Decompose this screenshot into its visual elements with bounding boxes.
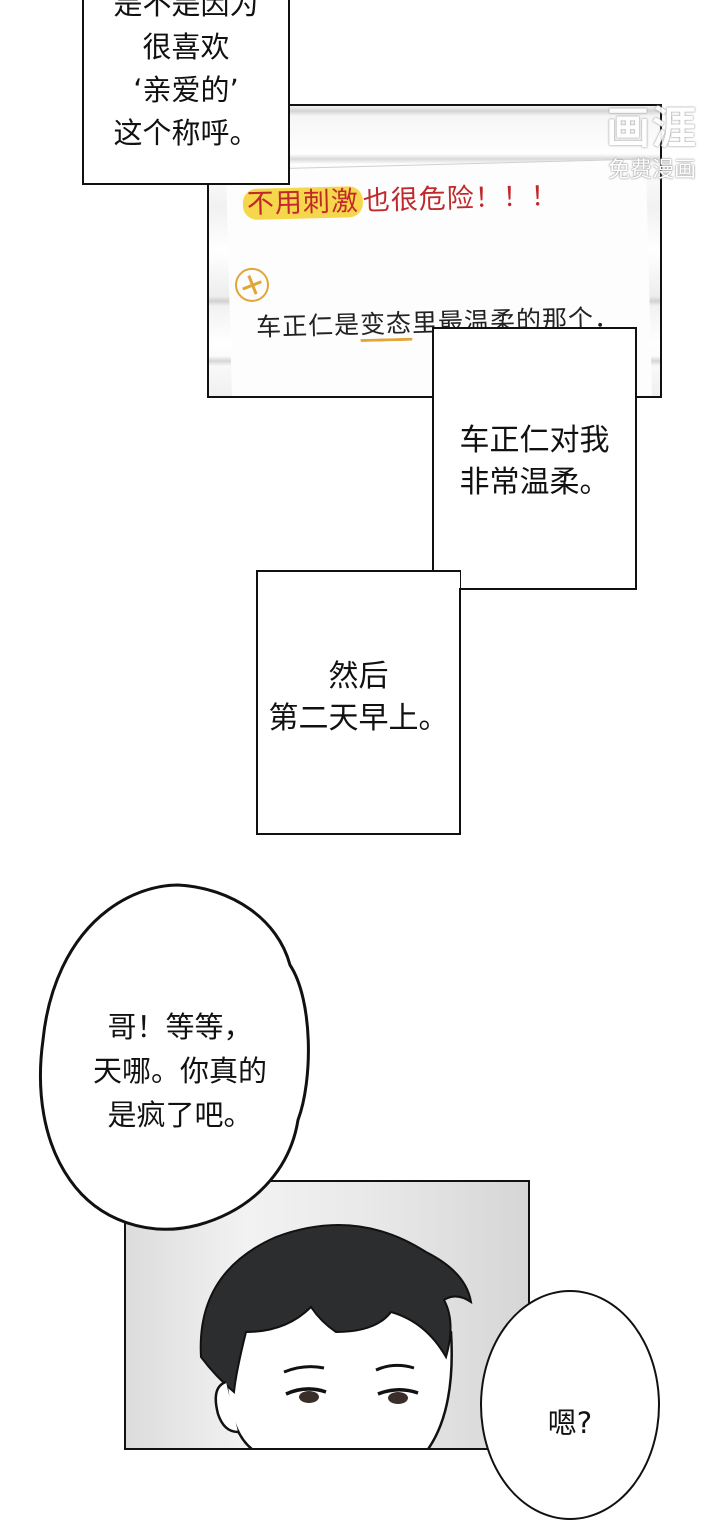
note-highlight: 不用刺激	[242, 185, 364, 221]
speech-text-small: 嗯?	[547, 1406, 593, 1440]
note-underlined-word: 变态	[359, 308, 413, 343]
plus-circle-icon	[234, 267, 270, 303]
box-joint-cover	[434, 572, 460, 588]
note-warning-rest: 也很危险！！！	[362, 180, 560, 217]
caption-text-lower: 然后 第二天早上。	[268, 659, 449, 736]
note-line2-start: 车正仁是	[255, 310, 361, 342]
watermark-logo: 画涯	[606, 103, 698, 154]
character-illustration	[199, 1224, 473, 1448]
speech-text-large: 哥！等等， 天哪。你真的 是疯了吧。	[92, 1010, 267, 1132]
caption-text-middle: 车正仁对我 非常温柔。	[459, 423, 610, 500]
caption-text-top-overlay: 是不是因为 很喜欢 ‘亲爱的’ 这个称呼。	[113, 0, 259, 150]
speech-bubble-large	[38, 883, 310, 1231]
watermark-subtitle: 免费漫画	[607, 158, 696, 183]
caption-box-top-overlay	[82, 0, 290, 185]
caption-box-middle	[432, 327, 637, 590]
watermark: 画涯 免费漫画	[606, 92, 698, 184]
caption-box-lower	[256, 570, 461, 835]
